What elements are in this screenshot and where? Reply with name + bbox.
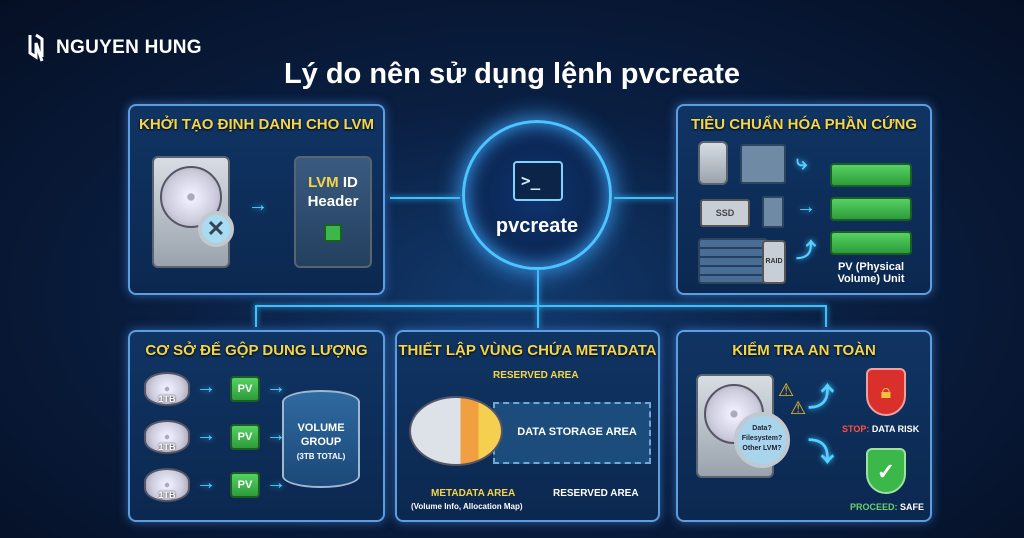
fragments-icon xyxy=(740,144,786,184)
panel-title: TIÊU CHUẨN HÓA PHẦN CỨNG xyxy=(690,116,918,133)
panel-standardize: TIÊU CHUẨN HÓA PHẦN CỨNG SSD RAID ⤷ → ⤴ … xyxy=(676,104,932,295)
lock-shield-icon: 🔒︎ xyxy=(866,368,906,416)
arrow-right-icon: → xyxy=(196,424,216,446)
stop-label: STOP: xyxy=(842,424,870,434)
pv-box: PV xyxy=(230,424,260,450)
brand-name: NGUYEN HUNG xyxy=(56,37,202,58)
arrow-right-icon: ⤴ xyxy=(796,240,816,262)
warning-icon: ⚠ xyxy=(790,398,807,418)
proceed-label: PROCEED: xyxy=(850,502,898,512)
connector-down xyxy=(537,270,539,328)
pv-box: PV xyxy=(230,472,260,498)
pv-unit-bar xyxy=(830,163,912,187)
pv-box: PV xyxy=(230,376,260,402)
terminal-icon: >_ xyxy=(513,161,563,201)
panel-pooling: CƠ SỞ ĐỂ GỘP DUNG LƯỢNG 1TB → PV →1TB → … xyxy=(128,330,385,522)
pvcreate-hub: >_ pvcreate xyxy=(462,120,612,270)
disk-icon: 1TB xyxy=(144,468,190,502)
server-stack-icon xyxy=(698,238,768,284)
arrow-right-icon: → xyxy=(796,196,816,218)
metadata-area-label: METADATA AREA xyxy=(431,488,516,499)
arrow-right-icon: → xyxy=(248,194,268,216)
arrow-right-icon: → xyxy=(196,376,216,398)
vg-line3: (3TB TOTAL) xyxy=(296,452,346,461)
pv-unit-label: PV (Physical Volume) Unit xyxy=(837,261,905,285)
nvme-icon xyxy=(762,196,784,228)
disk-size: 1TB xyxy=(158,490,176,500)
arrow-right-icon: → xyxy=(266,376,286,398)
lvm-header-disk: LVM ID Header xyxy=(294,156,372,268)
connector-left xyxy=(390,197,460,199)
stop-text: DATA RISK xyxy=(871,424,920,434)
lens-text: Data? xyxy=(752,425,772,432)
branch-arrow-icon: ⤴ xyxy=(808,382,835,412)
connector-bus xyxy=(255,305,825,307)
panel-title: KHỞI TẠO ĐỊNH DANH CHO LVM xyxy=(138,116,374,133)
ssd-icon: SSD xyxy=(700,199,750,227)
header-lvm: LVM xyxy=(308,174,339,191)
disk-size: 1TB xyxy=(158,442,176,452)
arrow-right-icon: → xyxy=(196,472,216,494)
magnifier-icon: Data? Filesystem? Other LVM? xyxy=(734,412,790,468)
check-shield-icon: ✓ xyxy=(866,448,906,494)
disk-stack-icon xyxy=(409,396,503,466)
magnifier-x-icon: ✕ xyxy=(198,211,234,247)
lens-text: Other LVM? xyxy=(742,445,782,452)
arrow-right-icon: → xyxy=(266,424,286,446)
hub-label: pvcreate xyxy=(495,215,579,237)
volume-group-cylinder: VOLUME GROUP (3TB TOTAL) xyxy=(282,390,360,488)
warning-icon: ⚠ xyxy=(778,380,795,400)
panel-safety: KIỂM TRA AN TOÀN Data? Filesystem? Other L… xyxy=(676,330,932,522)
panel-identity: KHỞI TẠO ĐỊNH DANH CHO LVM ✕ → LVM ID He… xyxy=(128,104,385,295)
disk-icon: 1TB xyxy=(144,372,190,406)
chip-icon xyxy=(324,224,342,242)
logo-mark-icon xyxy=(28,33,44,62)
panel-metadata: THIẾT LẬP VÙNG CHỨA METADATA RESERVED AR… xyxy=(395,330,660,522)
header-text: Header xyxy=(307,193,359,210)
disk-size: 1TB xyxy=(158,394,176,404)
vg-line1: VOLUME xyxy=(297,422,345,434)
pv-unit-bar xyxy=(830,197,912,221)
branch-arrow-icon: ⤵ xyxy=(808,437,835,467)
brand-logo: NGUYEN HUNG xyxy=(28,33,202,63)
raid-icon: RAID xyxy=(762,240,786,284)
pv-unit-bar xyxy=(830,231,912,255)
proceed-text: SAFE xyxy=(900,502,925,512)
connector-br xyxy=(825,305,827,327)
panel-title: THIẾT LẬP VÙNG CHỨA METADATA xyxy=(398,342,657,359)
page-title: Lý do nên sử dụng lệnh pvcreate xyxy=(283,58,741,90)
arrow-right-icon: → xyxy=(266,472,286,494)
vg-line2: GROUP xyxy=(300,436,342,448)
data-storage-area: DATA STORAGE AREA xyxy=(493,402,651,464)
connector-right xyxy=(614,197,674,199)
lens-text: Filesystem? xyxy=(741,435,783,442)
panel-title: KIỂM TRA AN TOÀN xyxy=(732,342,876,359)
reserved-top-label: RESERVED AREA xyxy=(493,370,579,381)
arrow-right-icon: ⤷ xyxy=(796,152,808,174)
hdd-icon xyxy=(698,141,728,185)
disk-icon: 1TB xyxy=(144,420,190,454)
panel-title: CƠ SỞ ĐỂ GỘP DUNG LƯỢNG xyxy=(145,342,368,359)
header-id: ID xyxy=(342,174,358,191)
data-storage-label: DATA STORAGE AREA xyxy=(517,426,637,438)
metadata-area-sub: (Volume Info, Allocation Map) xyxy=(411,502,523,511)
connector-bl xyxy=(255,305,257,327)
reserved-bottom-label: RESERVED AREA xyxy=(553,488,639,499)
